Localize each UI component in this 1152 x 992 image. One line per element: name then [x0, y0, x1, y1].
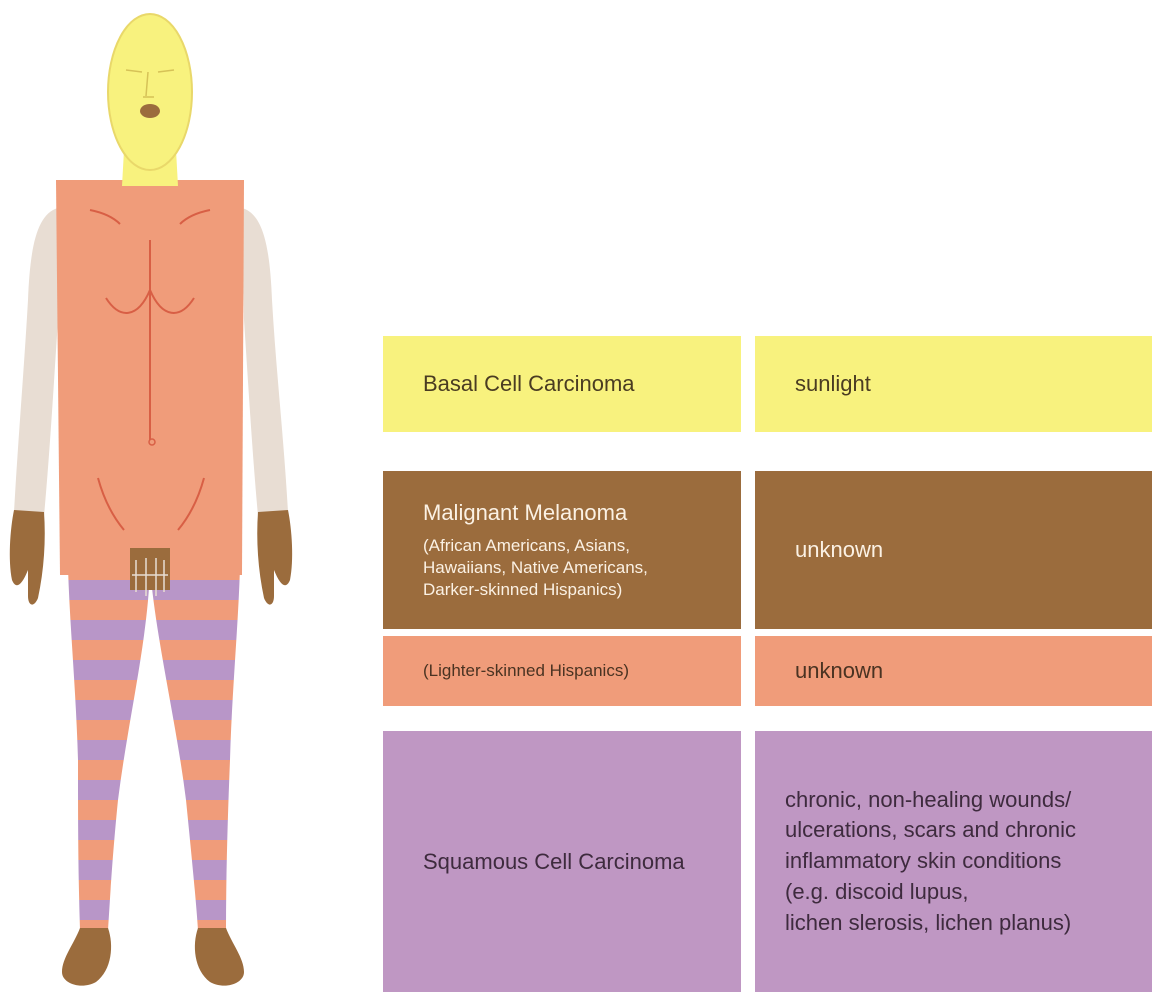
melanoma-group-line: (African Americans, Asians, [423, 535, 727, 557]
squamous-name-cell: Squamous Cell Carcinoma [383, 731, 741, 992]
squamous-risk-line: (e.g. discoid lupus, [785, 877, 1138, 908]
squamous-name: Squamous Cell Carcinoma [423, 848, 727, 876]
melanoma-dark-risk-cell: unknown [755, 471, 1152, 629]
left-foot [62, 928, 111, 986]
basal-name: Basal Cell Carcinoma [423, 370, 727, 398]
left-hand [10, 510, 45, 605]
right-foot [195, 928, 244, 986]
right-leg [150, 568, 240, 930]
left-arm [14, 208, 58, 516]
squamous-risk-cell: chronic, non-healing wounds/ ulcerations… [755, 731, 1152, 992]
right-hand [257, 510, 292, 605]
left-leg [68, 568, 150, 930]
melanoma-light-risk-cell: unknown [755, 636, 1152, 706]
melanoma-light-risk: unknown [795, 656, 1138, 687]
body-figure [0, 0, 330, 992]
melanoma-light-name: (Lighter-skinned Hispanics) [423, 660, 727, 682]
melanoma-name: Malignant Melanoma [423, 499, 727, 527]
squamous-risk-line: inflammatory skin conditions [785, 846, 1138, 877]
basal-name-cell: Basal Cell Carcinoma [383, 336, 741, 432]
basal-risk: sunlight [795, 369, 1138, 400]
right-arm [242, 208, 288, 516]
melanoma-group-line: Hawaiians, Native Americans, [423, 557, 727, 579]
melanoma-dark-risk: unknown [795, 535, 1138, 566]
squamous-risk-line: ulcerations, scars and chronic [785, 815, 1138, 846]
squamous-risk-line: chronic, non-healing wounds/ [785, 785, 1138, 816]
squamous-risk-line: lichen slerosis, lichen planus) [785, 908, 1138, 939]
melanoma-light-name-cell: (Lighter-skinned Hispanics) [383, 636, 741, 706]
melanoma-dark-name-cell: Malignant Melanoma (African Americans, A… [383, 471, 741, 629]
head [108, 14, 192, 170]
melanoma-group-line: Darker-skinned Hispanics) [423, 579, 727, 601]
basal-risk-cell: sunlight [755, 336, 1152, 432]
mouth [140, 104, 160, 118]
